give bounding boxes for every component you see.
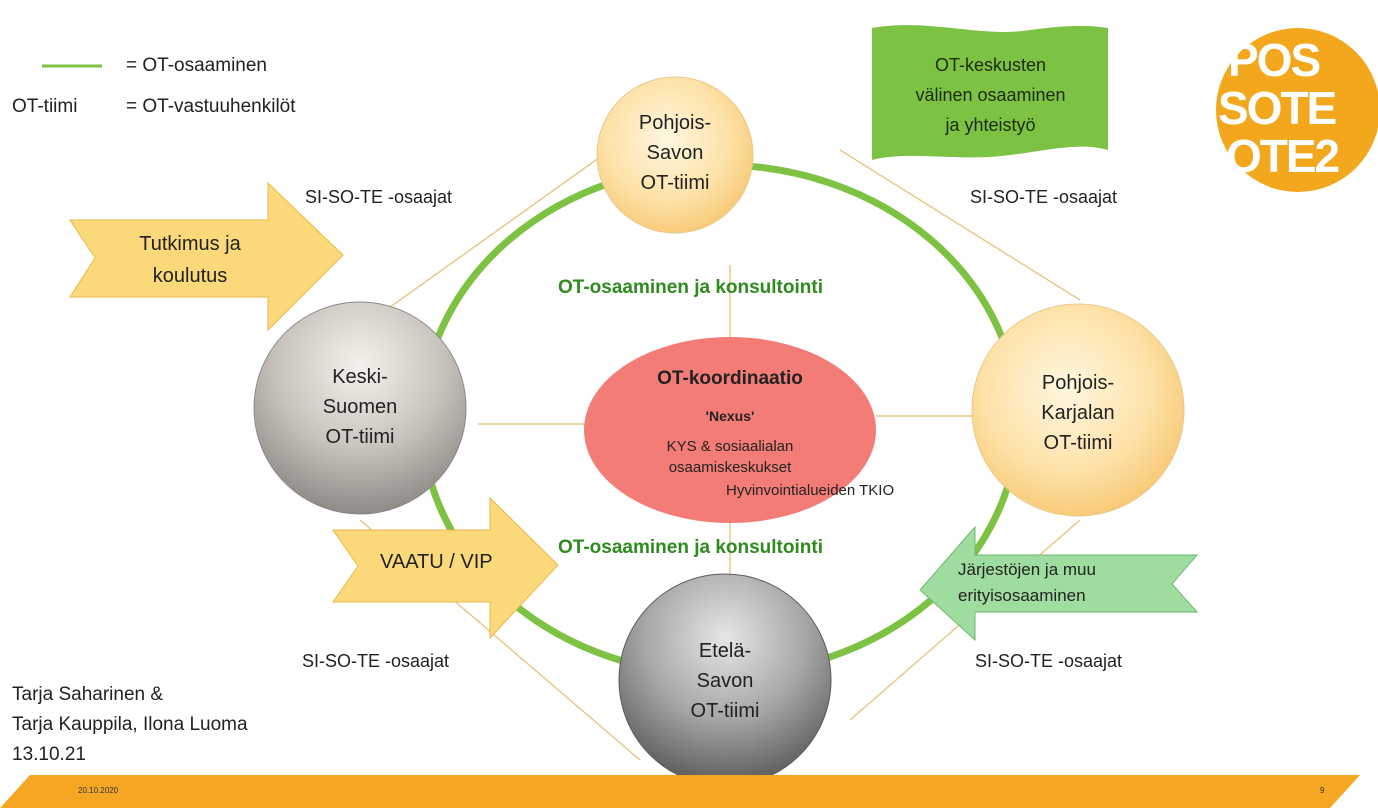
banner-line-2: välinen osaaminen: [915, 85, 1066, 105]
center-line-2: osaamiskeskukset: [668, 459, 792, 476]
organizations-arrow-label: Järjestöjen ja muu erityisosaaminen: [958, 557, 1096, 609]
node-west-line-2: Suomen: [322, 396, 398, 418]
research-arrow: [69, 181, 344, 332]
node-north-line-1: Pohjois-: [638, 112, 712, 134]
logo-line-2: SOTE: [1218, 82, 1337, 134]
organizations-arrow: [919, 525, 1199, 642]
research-arrow-label: Tutkimus ja koulutus: [110, 228, 270, 292]
banner-line-3: ja yhteistyö: [945, 115, 1036, 135]
authors-line-1: Tarja Saharinen &: [12, 684, 164, 705]
vaatu-arrow-label: VAATU / VIP: [380, 551, 493, 573]
legend-team-term: OT-tiimi: [12, 96, 78, 117]
node-north-label: Pohjois- Savon OT-tiimi: [615, 108, 735, 198]
role-label-bottom-left: SI-SO-TE -osaajat: [302, 651, 450, 671]
vaatu-arrow: [332, 496, 559, 640]
node-west-line-1: Keski-: [332, 366, 388, 388]
logo-line-3: OTE2: [1226, 130, 1340, 182]
center-line-3: Hyvinvointialueiden TKIO: [726, 482, 895, 499]
node-west-circle: [253, 301, 467, 515]
node-east-line-1: Pohjois-: [1041, 372, 1115, 394]
footer-bar: [0, 775, 1360, 808]
role-label-bottom-right: SI-SO-TE -osaajat: [975, 651, 1123, 671]
authors-block: Tarja Saharinen & Tarja Kauppila, Ilona …: [12, 680, 248, 770]
organizations-arrow-line-1: Järjestöjen ja muu: [958, 560, 1096, 579]
node-east-line-3: OT-tiimi: [1043, 432, 1113, 454]
collaboration-banner: [872, 25, 1108, 160]
connector-north-east: [839, 149, 1081, 301]
role-label-top-right: SI-SO-TE -osaajat: [970, 187, 1118, 207]
node-south-line-3: OT-tiimi: [690, 700, 760, 722]
banner-text: OT-keskusten välinen osaaminen ja yhteis…: [878, 50, 1103, 140]
legend-team-definition: = OT-vastuuhenkilöt: [126, 96, 296, 117]
footer-page-number: 9: [1320, 786, 1325, 795]
research-arrow-line-2: koulutus: [152, 265, 228, 287]
logo-line-1: POS: [1228, 36, 1321, 86]
node-south-label: Etelä- Savon OT-tiimi: [665, 636, 785, 726]
center-ellipse: [584, 337, 876, 523]
node-north-line-2: Savon: [646, 142, 704, 164]
node-east-circle: [971, 303, 1185, 517]
authors-line-2: Tarja Kauppila, Ilona Luoma: [12, 714, 248, 735]
authors-line-3: 13.10.21: [12, 744, 86, 765]
node-west-line-3: OT-tiimi: [325, 426, 395, 448]
organizations-arrow-line-2: erityisosaaminen: [958, 586, 1086, 605]
green-label-bottom: OT-osaaminen ja konsultointi: [558, 537, 823, 558]
role-label-top-left: SI-SO-TE -osaajat: [305, 187, 453, 207]
logo-text: POS SOTE OTE2: [1218, 36, 1378, 186]
research-arrow-line-1: Tutkimus ja: [139, 233, 241, 255]
node-south-line-1: Etelä-: [698, 640, 752, 662]
legend-line-label: = OT-osaaminen: [126, 55, 267, 76]
node-east-line-2: Karjalan: [1041, 402, 1115, 424]
green-label-top: OT-osaaminen ja konsultointi: [558, 277, 823, 298]
banner-line-1: OT-keskusten: [934, 55, 1047, 75]
node-east-label: Pohjois- Karjalan OT-tiimi: [1018, 368, 1138, 458]
node-west-label: Keski- Suomen OT-tiimi: [300, 362, 420, 452]
node-south-line-2: Savon: [696, 670, 754, 692]
center-subtitle: 'Nexus': [705, 408, 755, 424]
center-title: OT-koordinaatio: [657, 368, 803, 389]
center-line-1: KYS & sosiaalialan: [666, 438, 794, 455]
logo-circle: [1216, 28, 1378, 192]
footer-date: 20.10.2020: [78, 786, 119, 795]
node-north-line-3: OT-tiimi: [640, 172, 710, 194]
node-north-circle: [596, 76, 754, 234]
